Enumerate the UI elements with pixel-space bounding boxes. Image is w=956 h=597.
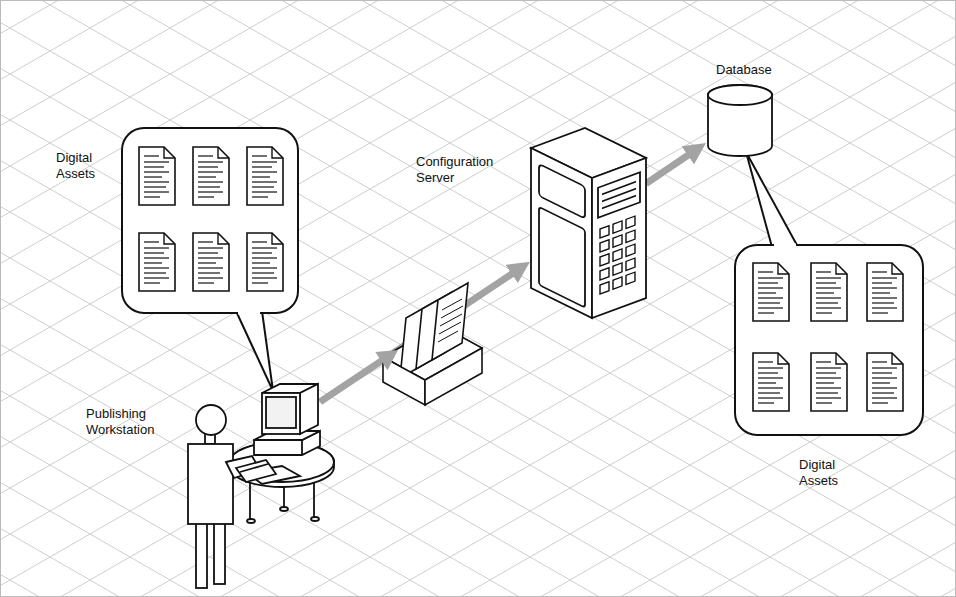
workstation-figure	[230, 384, 334, 523]
document-icon	[193, 233, 229, 291]
node-label: Database	[716, 62, 788, 78]
document-icon	[247, 147, 283, 205]
table-foot	[247, 519, 255, 523]
drive-slot	[602, 189, 636, 202]
server-box: Configuration Server	[530, 128, 646, 318]
front-panels	[539, 164, 585, 308]
document-icon	[139, 147, 175, 205]
server-figure	[531, 128, 646, 318]
document-icon	[139, 233, 175, 291]
document-icon	[811, 353, 847, 411]
monitor-screen	[266, 397, 296, 428]
person-leg	[196, 522, 207, 588]
node-label: Publishing Workstation	[86, 406, 172, 437]
in-tray	[375, 283, 482, 405]
computer-base-edge	[301, 440, 303, 455]
keypad	[600, 216, 635, 294]
callout-outline	[735, 245, 923, 435]
document-icon	[193, 147, 229, 205]
node-label: Configuration Server	[416, 154, 516, 185]
side-panels	[598, 172, 640, 295]
workstation-box: Publishing Workstation	[248, 382, 320, 470]
person-body	[188, 444, 233, 524]
held-book	[236, 460, 276, 482]
page-lines	[438, 299, 463, 342]
person-leg	[214, 522, 225, 584]
drive-slot	[602, 182, 636, 195]
document-icon	[247, 233, 283, 291]
document-icon	[753, 263, 789, 321]
tray-side	[425, 348, 482, 405]
callout-bubble-right	[735, 152, 923, 435]
database-box: Database	[706, 84, 774, 156]
cylinder-top	[708, 85, 772, 105]
server-side	[592, 158, 646, 318]
arrow-head	[375, 350, 398, 370]
cylinder-body	[708, 85, 772, 156]
person-figure	[188, 405, 276, 588]
server-front	[531, 148, 592, 318]
callout-bubble: Digital Assets	[122, 128, 298, 313]
flow-arrow	[646, 149, 698, 184]
callout-tail	[236, 311, 273, 391]
server-panel	[539, 207, 585, 308]
document-icon	[811, 263, 847, 321]
callout-outline	[122, 128, 298, 313]
document-icon	[753, 353, 789, 411]
person-head	[196, 405, 226, 435]
database-figure	[708, 85, 772, 156]
document-icon	[867, 353, 903, 411]
document-icon	[867, 263, 903, 321]
tail-joint	[774, 244, 796, 247]
monitor-front	[262, 393, 300, 434]
callout-tail	[746, 152, 798, 247]
book-line	[240, 464, 268, 472]
callout-bubble: Digital Assets	[735, 245, 923, 435]
tail-joint	[238, 312, 260, 315]
drive-slot	[602, 196, 636, 209]
node-label: Digital Assets	[799, 457, 855, 488]
monitor-side	[300, 384, 318, 434]
table-foot	[311, 517, 319, 521]
callout-bubble-left	[122, 128, 298, 391]
node-label: Digital Assets	[56, 150, 112, 181]
drive-bay	[598, 172, 640, 218]
table-foot	[280, 507, 288, 511]
tray-page	[432, 283, 468, 360]
